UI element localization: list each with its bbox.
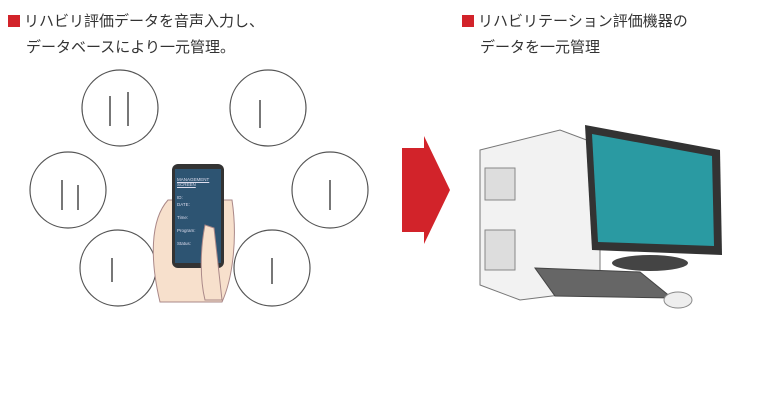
phone-field-status: Status: xyxy=(177,241,192,246)
phone-screen-content: MANAGEMENT SCREEN ID: DATE: Time: Progra… xyxy=(174,167,222,265)
walker-bubble xyxy=(229,69,307,147)
mouse xyxy=(663,291,693,309)
phone-field-time: Time: xyxy=(177,215,189,220)
sit-stand-bubble xyxy=(79,229,157,307)
rehab-scene-bubbles xyxy=(29,69,369,307)
red-square-bullet xyxy=(8,15,20,27)
parallel-bars-bubble xyxy=(29,151,107,229)
phone-screen-title: MANAGEMENT SCREEN xyxy=(177,177,210,187)
keyboard xyxy=(534,267,674,299)
walking-assist-bubble xyxy=(81,69,159,147)
desktop-pc xyxy=(479,125,722,309)
red-square-bullet xyxy=(462,15,474,27)
left-caption: リハビリ評価データを音声入力し、 データベースにより一元管理。 xyxy=(8,8,264,60)
left-caption-line1: リハビリ評価データを音声入力し、 xyxy=(24,12,265,30)
finger xyxy=(200,224,223,301)
monitor-screen xyxy=(592,134,714,246)
arrow-right xyxy=(402,136,450,244)
right-caption-line1: リハビリテーション評価機器の xyxy=(478,12,688,30)
phone-field-date: DATE: xyxy=(177,202,190,207)
right-caption: リハビリテーション評価機器の データを一元管理 xyxy=(462,8,688,60)
phone-field-program: Program: xyxy=(177,228,196,233)
phone-field-id: ID: xyxy=(177,195,183,200)
right-caption-line2: データを一元管理 xyxy=(480,38,601,56)
left-caption-line2: データベースにより一元管理。 xyxy=(26,38,235,56)
